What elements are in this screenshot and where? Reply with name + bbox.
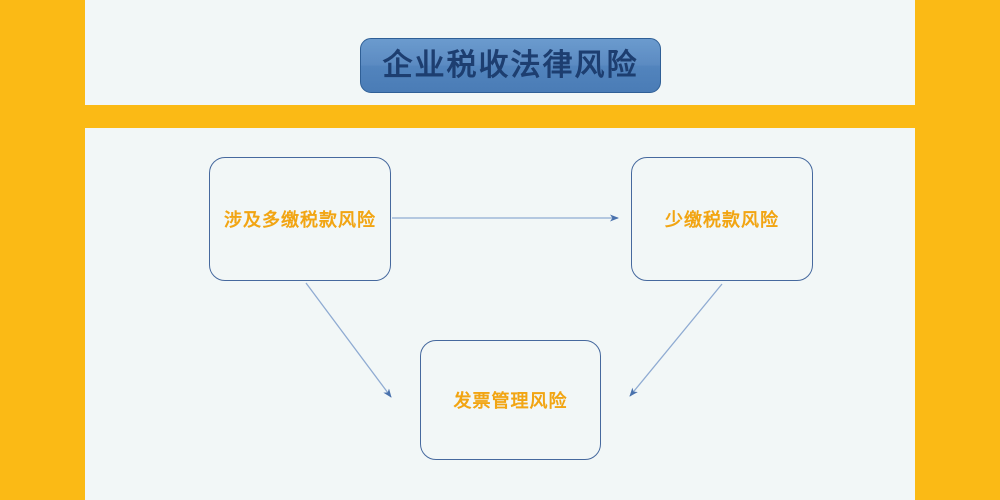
flow-node-label: 发票管理风险 [453,391,568,412]
flow-node-invoice-management-risk[interactable]: 发票管理风险 [420,340,601,460]
slide-title-box: 企业税收法律风险 [360,38,661,93]
flow-node-label: 涉及多缴税款风险 [224,210,376,231]
flow-node-underpaid-tax-risk[interactable]: 少缴税款风险 [631,157,813,281]
slide-title-text: 企业税收法律风险 [382,47,639,83]
flow-node-label: 少缴税款风险 [665,210,779,231]
horizontal-yellow-stripe [0,105,1000,128]
left-yellow-band [0,0,85,500]
flow-node-overpaid-tax-risk[interactable]: 涉及多缴税款风险 [209,157,391,281]
edge-overpaid-to-invoice [305,282,392,398]
edge-underpaid-to-invoice [629,283,723,397]
right-yellow-band [915,0,1000,500]
